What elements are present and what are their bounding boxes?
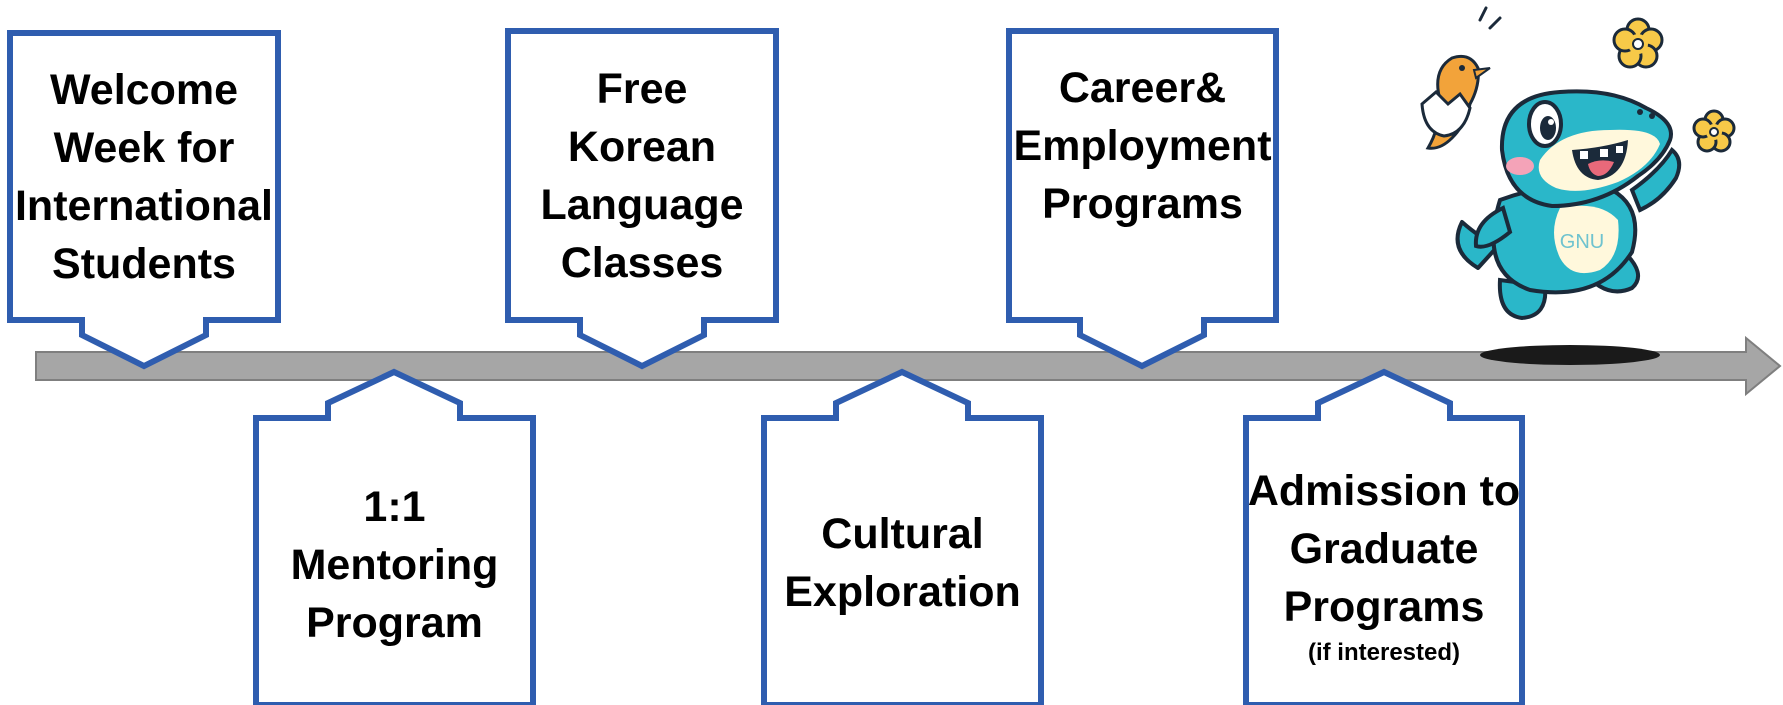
mascot-shadow xyxy=(1480,345,1660,365)
label-line: Exploration xyxy=(784,567,1021,616)
flower-icon xyxy=(1692,109,1736,153)
mascot-dinosaur: GNU xyxy=(1455,89,1682,321)
milestone-career-label: Career& Employment Programs xyxy=(1009,31,1276,261)
milestone-cultural-label: Cultural Exploration xyxy=(764,420,1041,705)
flower-icon xyxy=(1612,17,1664,69)
label-line: Students xyxy=(52,239,236,288)
label-line: Programs xyxy=(1042,180,1243,228)
callout-mentoring xyxy=(253,368,536,705)
callout-korean xyxy=(505,28,779,370)
label-line: Employment xyxy=(1013,122,1272,170)
callout-career xyxy=(1006,28,1279,370)
milestone-mentoring-label: 1:1 Mentoring Program xyxy=(256,425,533,705)
label-line: Mentoring xyxy=(290,541,499,589)
milestone-welcome-label: Welcome Week for International Students xyxy=(10,33,278,320)
label-line: Welcome xyxy=(50,65,238,114)
callout-welcome xyxy=(7,30,281,370)
label-line: Career& xyxy=(1058,64,1227,112)
label-line: International xyxy=(14,181,274,230)
callout-cultural xyxy=(761,368,1044,705)
timeline-arrow xyxy=(35,335,1782,397)
label-line: 1:1 xyxy=(363,483,426,531)
mascot-badge: GNU xyxy=(1560,231,1604,253)
callout-graduate xyxy=(1243,368,1525,705)
label-line: Admission to xyxy=(1247,467,1521,515)
label-line: Cultural xyxy=(821,509,984,558)
label-line: Week for xyxy=(53,123,235,172)
label-line: Programs xyxy=(1283,583,1485,631)
milestone-korean-label: Free Korean Language Classes xyxy=(508,31,776,320)
chick-icon xyxy=(1420,6,1502,150)
label-line: Graduate xyxy=(1289,525,1479,573)
label-line: Program xyxy=(306,599,483,647)
label-line: Korean xyxy=(567,122,717,171)
label-note: (if interested) xyxy=(1307,639,1460,666)
label-line: Free xyxy=(596,64,688,113)
label-line: Classes xyxy=(560,238,724,287)
milestone-graduate-label: Admission to Graduate Programs (if inter… xyxy=(1246,430,1522,702)
label-line: Language xyxy=(540,180,744,229)
